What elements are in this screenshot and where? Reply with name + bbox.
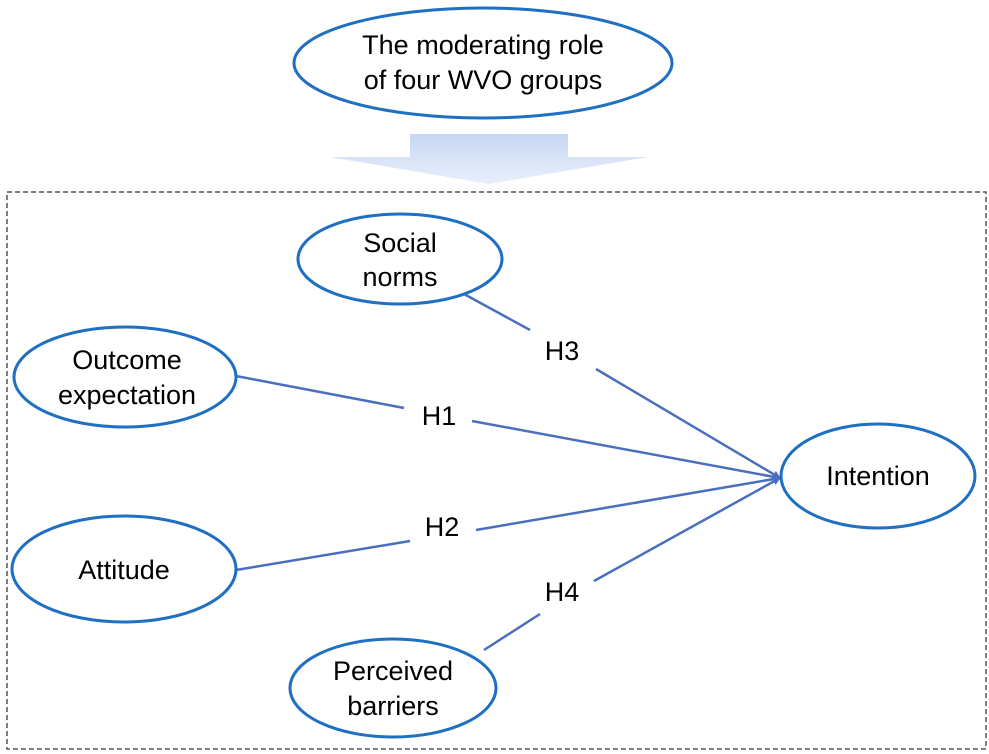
edge-h2: H2: [235, 475, 781, 572]
social-norms-label-line2: norms: [362, 262, 437, 292]
perceived-barriers-label-line1: Perceived: [333, 656, 453, 686]
node-social-norms: Social norms: [296, 212, 504, 306]
node-attitude: Attitude: [10, 514, 238, 624]
outcome-expectation-label-line1: Outcome: [72, 345, 182, 375]
perceived-barriers-label-line2: barriers: [347, 691, 439, 721]
moderator-label-line2: of four WVO groups: [364, 65, 603, 95]
attitude-label: Attitude: [78, 555, 170, 585]
edge-label-h2: H2: [425, 512, 460, 542]
edge-h3: H3: [463, 292, 781, 480]
edge-label-h3: H3: [545, 336, 580, 366]
edge-label-h4: H4: [545, 577, 580, 607]
moderator-label-line1: The moderating role: [362, 30, 604, 60]
outcome-expectation-label-line2: expectation: [58, 380, 196, 410]
moderator-node: The moderating role of four WVO groups: [292, 6, 674, 120]
intention-label: Intention: [826, 461, 930, 491]
edge-label-h1: H1: [422, 401, 457, 431]
node-perceived-barriers: Perceived barriers: [288, 637, 498, 739]
node-outcome-expectation: Outcome expectation: [12, 325, 238, 429]
social-norms-label-line1: Social: [363, 228, 437, 258]
edge-h4: H4: [483, 476, 781, 652]
model-frame: [6, 191, 987, 750]
edge-h1: H1: [235, 374, 781, 481]
moderation-arrow: [330, 134, 648, 184]
node-intention: Intention: [779, 422, 977, 530]
